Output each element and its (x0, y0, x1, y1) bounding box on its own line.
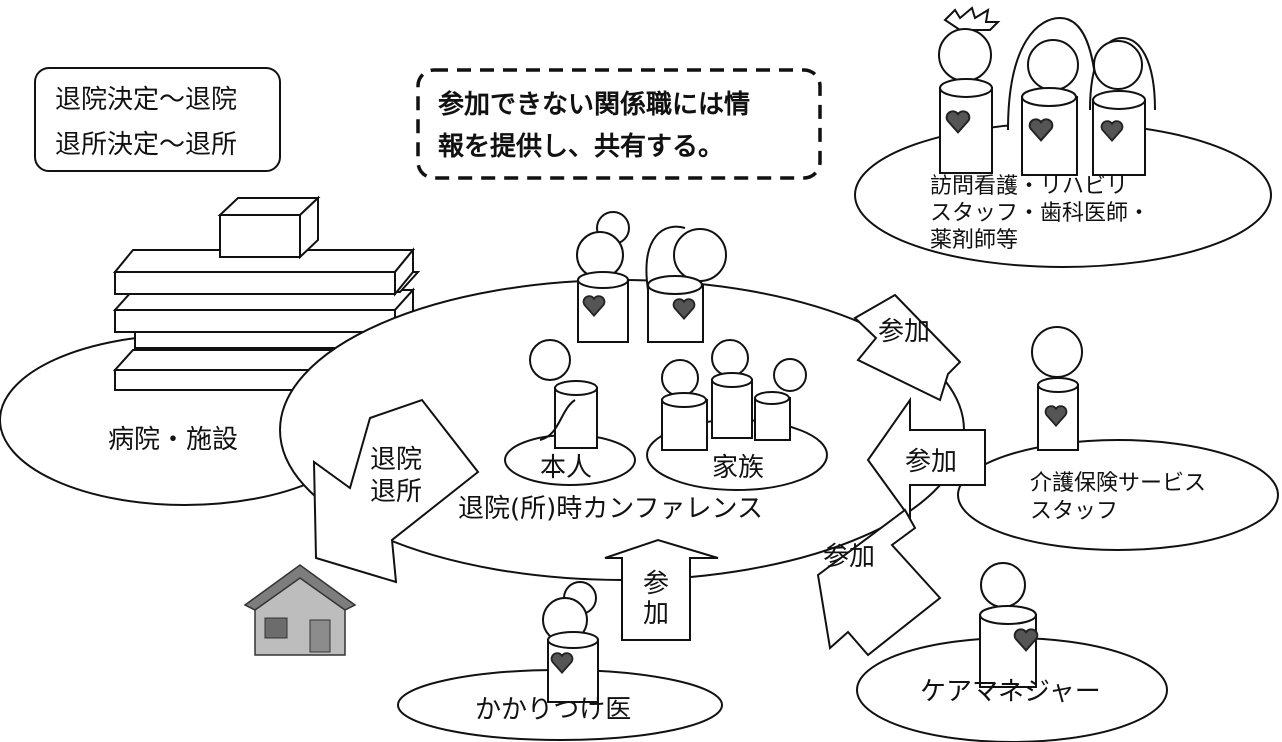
participate-arrow-care-manager (816, 508, 942, 657)
hospital-building-icon (112, 195, 421, 393)
participate-arrow-visiting-label: 参加 (878, 317, 930, 347)
family-doctor-label: かかりつけ医 (475, 695, 631, 725)
visiting-staff-figures (938, 6, 1156, 176)
patient-figure (529, 339, 598, 449)
family-figures (661, 339, 807, 451)
discharge-arrow-line-1: 退院 (370, 445, 422, 475)
visiting-staff-line-1: 訪問看護・リハビリ (930, 174, 1128, 199)
family-doctor-figure (542, 581, 599, 703)
house-icon (243, 564, 357, 656)
note-box (416, 68, 822, 180)
timing-box (34, 67, 281, 172)
care-service-line-2: スタッフ (1030, 499, 1118, 524)
participate-arrow-doctor-line-1: 参 (643, 569, 669, 599)
discharge-arrow (312, 398, 480, 584)
care-service-line-1: 介護保険サービス (1030, 471, 1206, 496)
care-service-ellipse (957, 439, 1279, 551)
visiting-staff-line-2: スタッフ・歯科医師・ (930, 201, 1150, 226)
participate-arrow-care-service (866, 396, 986, 522)
hospital-label: 病院・施設 (108, 425, 238, 455)
participate-arrow-visiting (853, 293, 962, 402)
care-manager-label: ケアマネジャー (920, 677, 1101, 707)
discharge-arrow-line-2: 退所 (370, 477, 422, 507)
note-line-1: 参加できない関係職には情 (438, 89, 750, 120)
care-manager-figure (979, 562, 1037, 688)
timing-line-1: 退院決定～退院 (55, 85, 237, 115)
patient-label: 本人 (540, 453, 592, 483)
family-label: 家族 (712, 453, 764, 483)
note-line-2: 報を提供し、共有する。 (438, 132, 724, 162)
participate-arrow-doctor-line-2: 加 (643, 599, 669, 629)
visiting-staff-line-3: 薬剤師等 (930, 228, 1018, 253)
timing-line-2: 退所決定～退所 (55, 130, 237, 160)
care-service-figure (1031, 326, 1083, 451)
participate-arrow-care-service-label: 参加 (905, 447, 957, 477)
participate-arrow-doctor (604, 538, 719, 641)
conference-label: 退院(所)時カンファレンス (458, 494, 763, 524)
participate-arrow-care-manager-label: 参加 (823, 542, 875, 572)
medical-staff-figures (576, 211, 727, 343)
